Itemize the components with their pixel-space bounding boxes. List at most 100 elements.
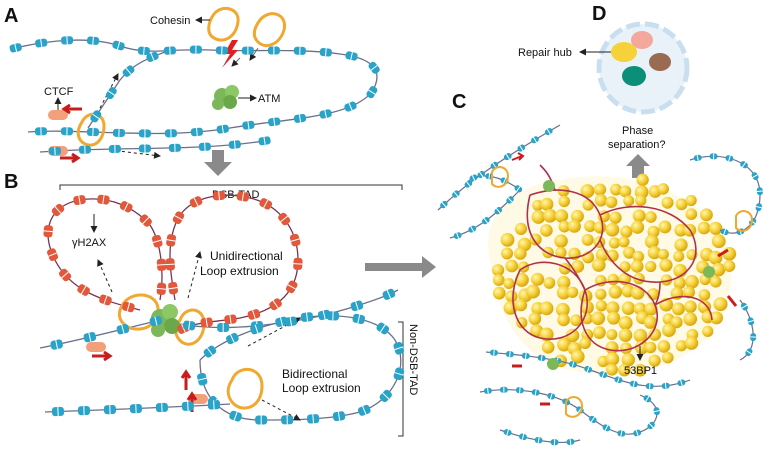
53bp1-droplet <box>633 272 645 285</box>
53bp1-droplet <box>503 278 515 290</box>
53bp1-droplet <box>543 208 557 223</box>
unidirectional-label: Unidirectional <box>210 249 283 263</box>
nucleosome-icon <box>531 389 540 396</box>
53bp1-droplet <box>618 363 631 377</box>
nucleosome-icon <box>48 146 62 156</box>
nucleosome-icon <box>250 323 263 335</box>
53bp1-droplet <box>635 194 647 207</box>
53bp1-droplet <box>632 250 645 263</box>
nucleosome-icon <box>469 174 478 182</box>
unidirectional-loop-label: Loop extrusion <box>200 264 279 278</box>
gamma-h2ax-nucleosome-icon <box>51 203 65 217</box>
nucleosome-icon <box>481 217 490 225</box>
nucleosome-icon <box>307 414 320 424</box>
nucleosome-icon <box>440 200 448 209</box>
nucleosome-icon <box>284 316 298 327</box>
gamma-h2ax-nucleosome-icon <box>289 233 301 247</box>
nucleosome-icon <box>747 317 755 326</box>
nucleosome-icon <box>725 155 734 162</box>
nucleosome-icon <box>755 203 763 212</box>
nucleosome-icon <box>569 361 577 368</box>
gamma-h2ax-nucleosome-icon <box>259 198 273 210</box>
nucleosome-icon <box>645 383 654 390</box>
53bp1-droplet <box>643 315 657 329</box>
nucleosome-icon <box>740 302 748 311</box>
gamma-h2ax-nucleosome-icon <box>99 294 112 306</box>
53bp1-droplet <box>702 325 714 338</box>
53bp1-droplet <box>554 209 569 223</box>
gamma-h2ax-nucleosome-icon <box>166 234 177 247</box>
53bp1-droplet <box>709 276 722 288</box>
dsb-tad-bracket <box>59 184 403 190</box>
nucleosome-icon <box>86 36 100 45</box>
gamma-h2ax-nucleosome-icon <box>122 301 135 313</box>
53bp1-droplet <box>571 209 584 223</box>
nucleosome-icon <box>653 407 660 416</box>
53bp1-droplet <box>661 351 674 364</box>
53bp1-droplet <box>623 195 635 207</box>
53bp1-droplet <box>500 232 515 247</box>
nucleosome-icon <box>228 140 241 149</box>
nucleosome-icon <box>756 187 763 196</box>
53bp1-droplet <box>505 290 518 303</box>
gamma-h2ax-nucleosome-icon <box>293 257 303 270</box>
gamma-h2ax-nucleosome-icon <box>189 196 203 208</box>
arrow-b-to-c <box>365 256 436 278</box>
nucleosome-icon <box>168 143 181 152</box>
nucleosome-icon <box>517 144 526 152</box>
53bp1-droplet <box>630 286 645 300</box>
53bp1-droplet <box>584 220 597 233</box>
nucleosome-icon <box>293 114 307 123</box>
nucleosome-icon <box>215 46 228 55</box>
53bp1-droplet <box>657 248 669 260</box>
repair-hub-pink <box>631 31 653 49</box>
nucleosome-icon <box>547 392 556 400</box>
panel-d-label: D <box>592 3 606 25</box>
53bp1-droplet <box>528 312 542 326</box>
53bp1-droplet <box>645 260 657 273</box>
atm-label: ATM <box>258 93 280 105</box>
phase-label: Phase <box>622 125 653 137</box>
nucleosome-icon <box>267 46 280 55</box>
53bp1-droplet <box>501 247 514 260</box>
nucleosome-icon <box>617 430 626 437</box>
nucleosome-icon <box>614 376 623 384</box>
53bp1-droplet <box>685 208 698 220</box>
nucleosome-icon <box>319 48 332 57</box>
nucleosome-icon <box>693 154 702 162</box>
nucleosome-icon <box>368 61 380 74</box>
53bp1-droplet <box>633 363 647 377</box>
53bp1-droplet <box>697 300 712 314</box>
gamma-h2ax-label: γH2AX <box>72 237 107 249</box>
nucleosome-icon <box>514 185 523 193</box>
53bp1-droplet <box>660 274 673 286</box>
nucleosome-icon <box>534 437 543 444</box>
53bp1-droplet <box>608 285 623 299</box>
53bp1-droplet <box>644 341 657 354</box>
cohesin-ring-b1 <box>117 293 160 331</box>
nucleosome-icon <box>258 136 271 146</box>
nucleosome-icon <box>122 65 135 77</box>
53bp1-droplet <box>618 328 633 342</box>
atm-protein-c3 <box>547 358 559 370</box>
53bp1-droplet <box>632 209 646 223</box>
53bp1-droplet <box>582 199 594 211</box>
53bp1-droplet <box>514 298 528 312</box>
nucleosomes-a <box>9 36 380 156</box>
53bp1-droplet <box>648 328 662 341</box>
gamma-h2ax-nucleosome-icon <box>247 309 261 320</box>
nucleosome-icon <box>112 128 125 137</box>
53bp1-droplet <box>648 354 661 367</box>
53bp1-droplet <box>630 259 644 273</box>
gamma-h2ax-nucleosome-icon <box>156 282 167 295</box>
nucleosome-icon <box>599 371 608 378</box>
53bp1-droplet <box>605 341 619 355</box>
53bp1-droplet <box>557 337 572 352</box>
nucleosome-icon <box>268 117 281 127</box>
nucleosome-icon <box>521 352 530 359</box>
nucleosome-icon <box>740 161 748 169</box>
53bp1-droplet <box>711 234 726 249</box>
53bp1-droplet <box>557 313 570 327</box>
gamma-h2ax-nucleosome-icon <box>278 212 291 226</box>
53bp1-droplet <box>685 274 699 289</box>
